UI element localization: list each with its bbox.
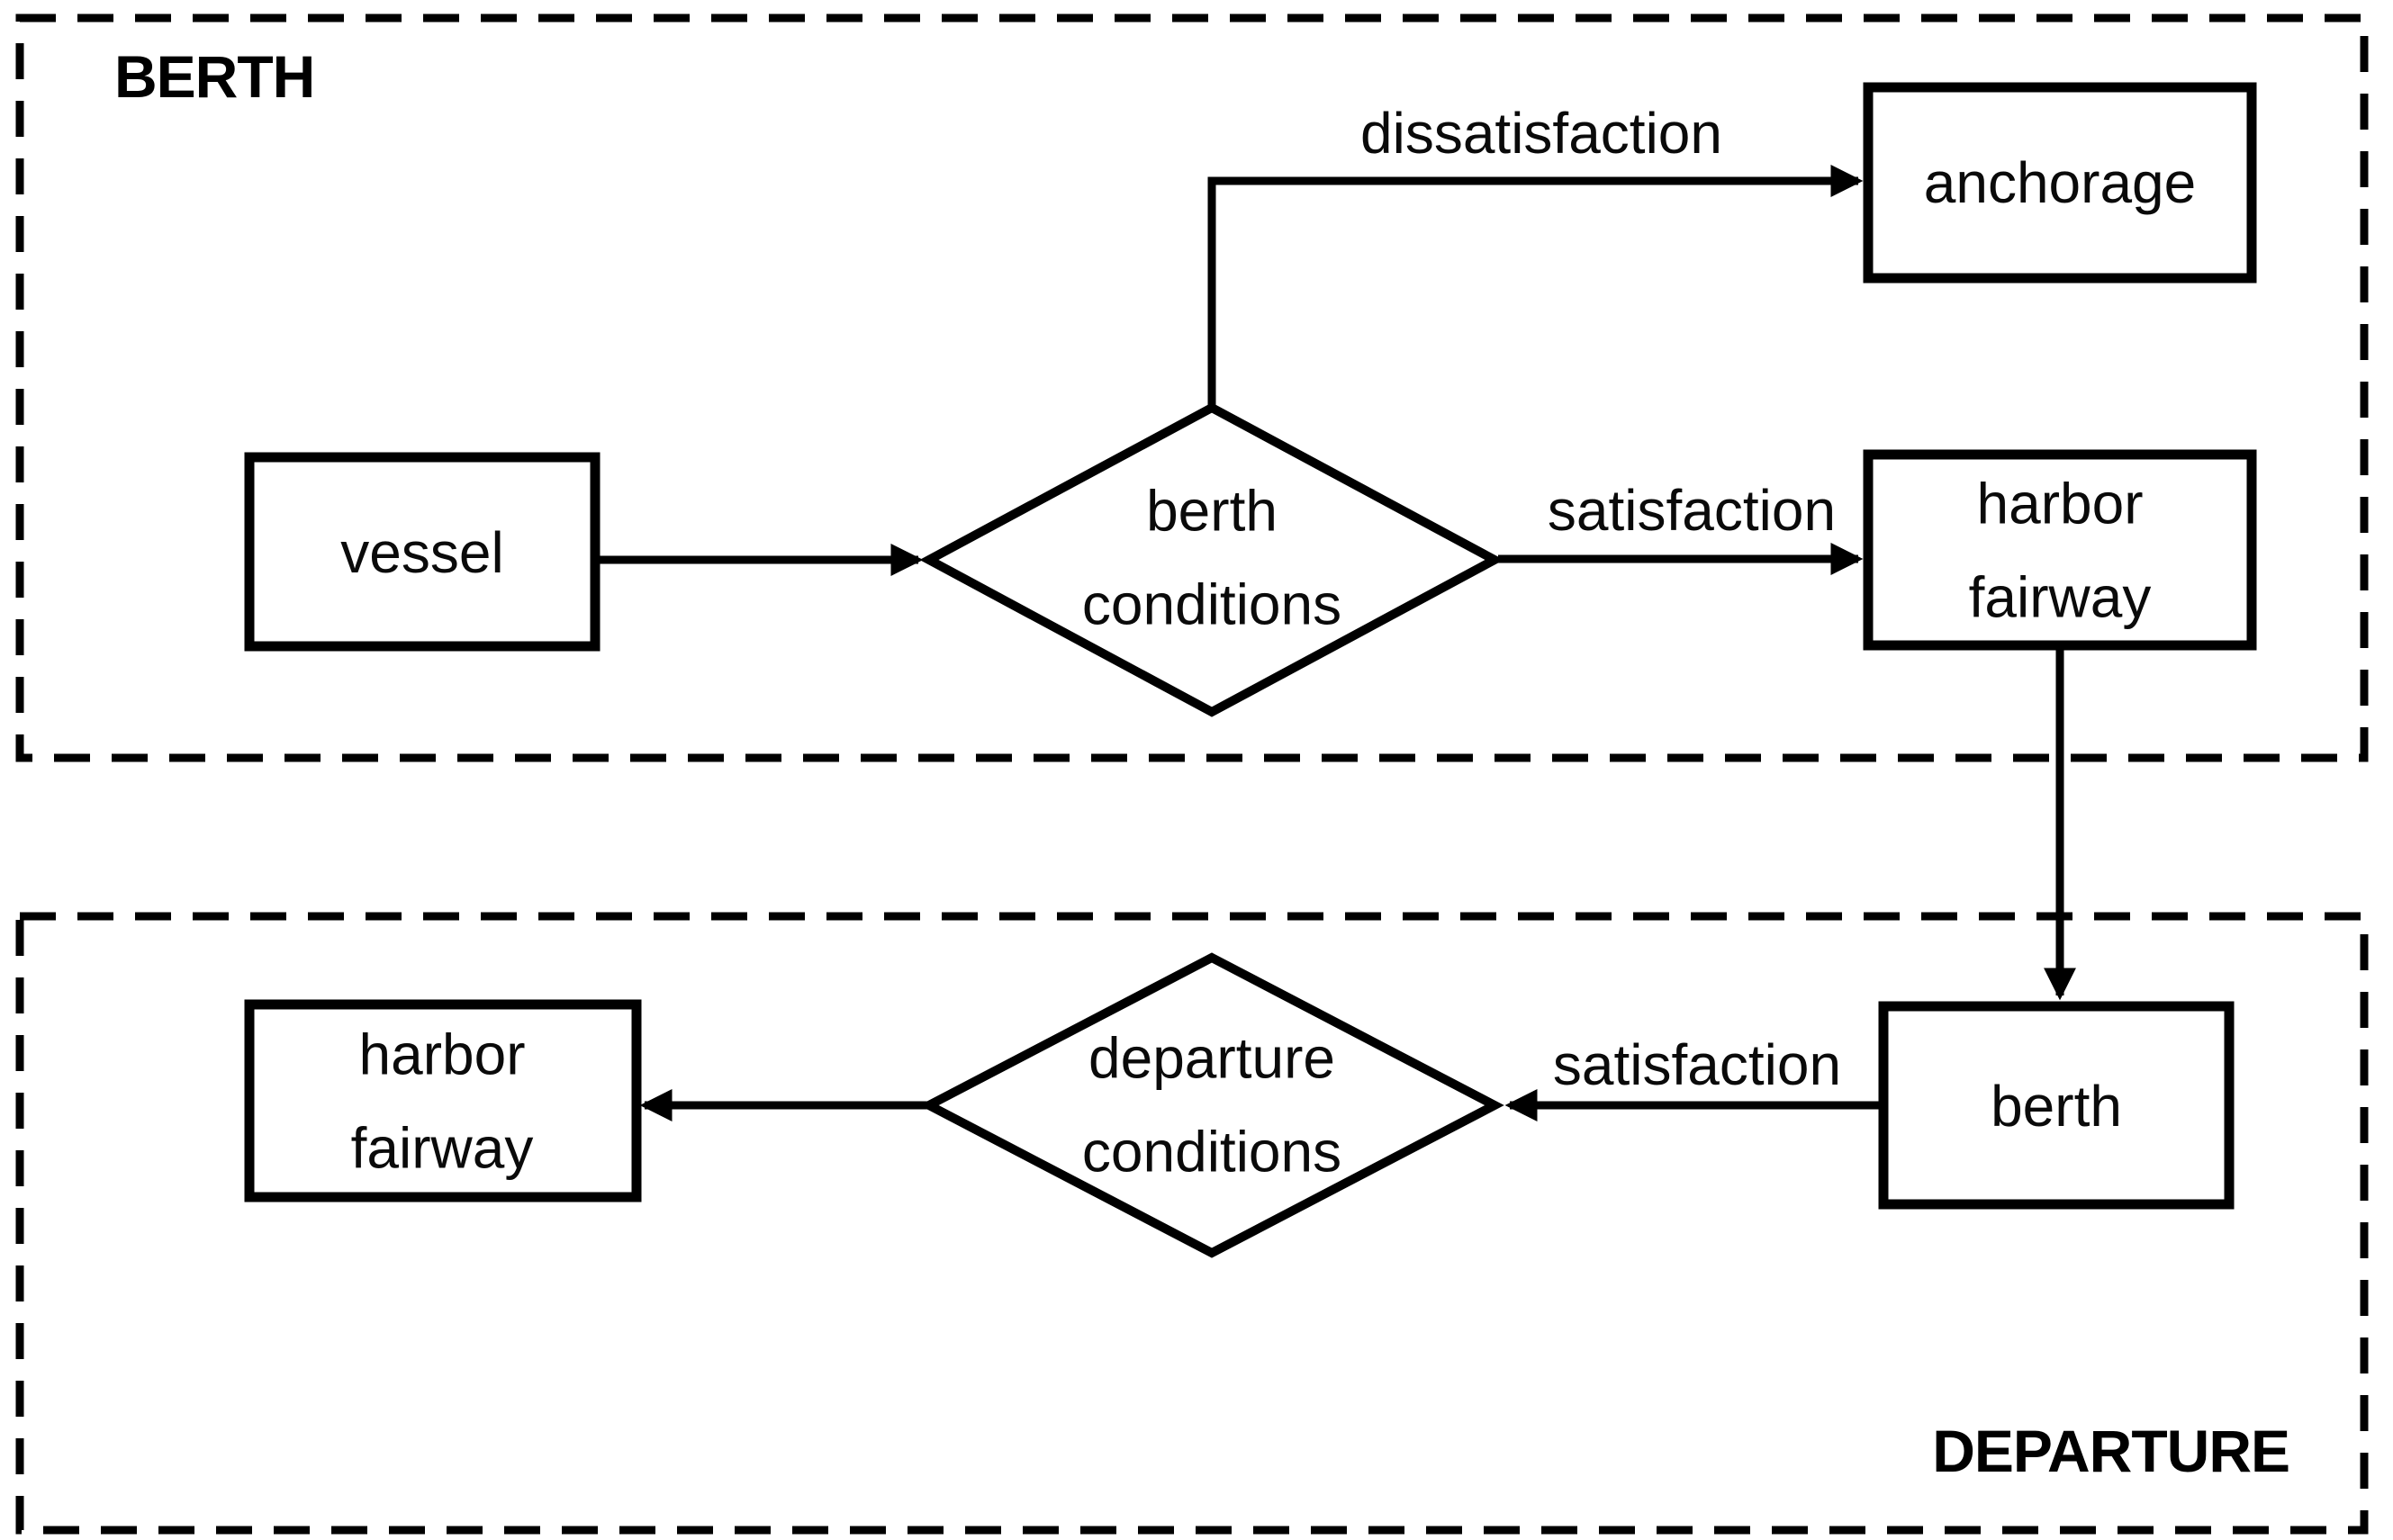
decision-departure-conditions-line1: departure	[1088, 1025, 1335, 1091]
node-harbor-fairway-arrival-box	[1863, 449, 2257, 651]
node-berth-label: berth	[1991, 1074, 2122, 1139]
node-vessel-label: vessel	[340, 520, 504, 585]
region-berth-border	[15, 14, 2369, 762]
node-harbor-fairway-arrival-line1: harbor	[1976, 471, 2144, 536]
node-harbor-fairway-arrival-label: harbor fairway	[1969, 457, 2152, 644]
edge-satisfaction-arrival-label: satisfaction	[1547, 478, 1837, 543]
arrow-berth-conditions-to-anchorage	[1207, 165, 1864, 410]
node-harbor-fairway-departure-line2: fairway	[350, 1115, 534, 1180]
decision-berth-conditions-label: berth conditions	[1082, 464, 1341, 651]
decision-berth-conditions-line2: conditions	[1081, 572, 1342, 636]
decision-departure-conditions-label: departure conditions	[1082, 1012, 1341, 1198]
node-vessel-box	[244, 452, 601, 652]
node-berth-box	[1878, 1001, 2235, 1210]
region-departure-border	[15, 912, 2369, 1535]
edge-satisfaction-departure-label: satisfaction	[1552, 1032, 1842, 1097]
node-harbor-fairway-departure-line1: harbor	[358, 1022, 526, 1087]
region-departure-label: DEPARTURE	[1932, 1418, 2290, 1484]
node-anchorage-box	[1863, 82, 2257, 284]
node-harbor-fairway-departure-label: harbor fairway	[351, 1008, 534, 1194]
edge-dissatisfaction-label: dissatisfaction	[1360, 101, 1722, 166]
node-anchorage-label: anchorage	[1923, 150, 2197, 215]
decision-departure-conditions-shape	[919, 952, 1504, 1258]
region-berth-label: BERTH	[114, 43, 315, 110]
decision-departure-conditions-line2: conditions	[1081, 1119, 1342, 1184]
decision-berth-conditions-line1: berth	[1146, 478, 1278, 544]
decision-berth-conditions-shape	[919, 402, 1504, 717]
node-harbor-fairway-arrival-line2: fairway	[1968, 564, 2152, 629]
node-harbor-fairway-departure-box	[244, 999, 642, 1202]
